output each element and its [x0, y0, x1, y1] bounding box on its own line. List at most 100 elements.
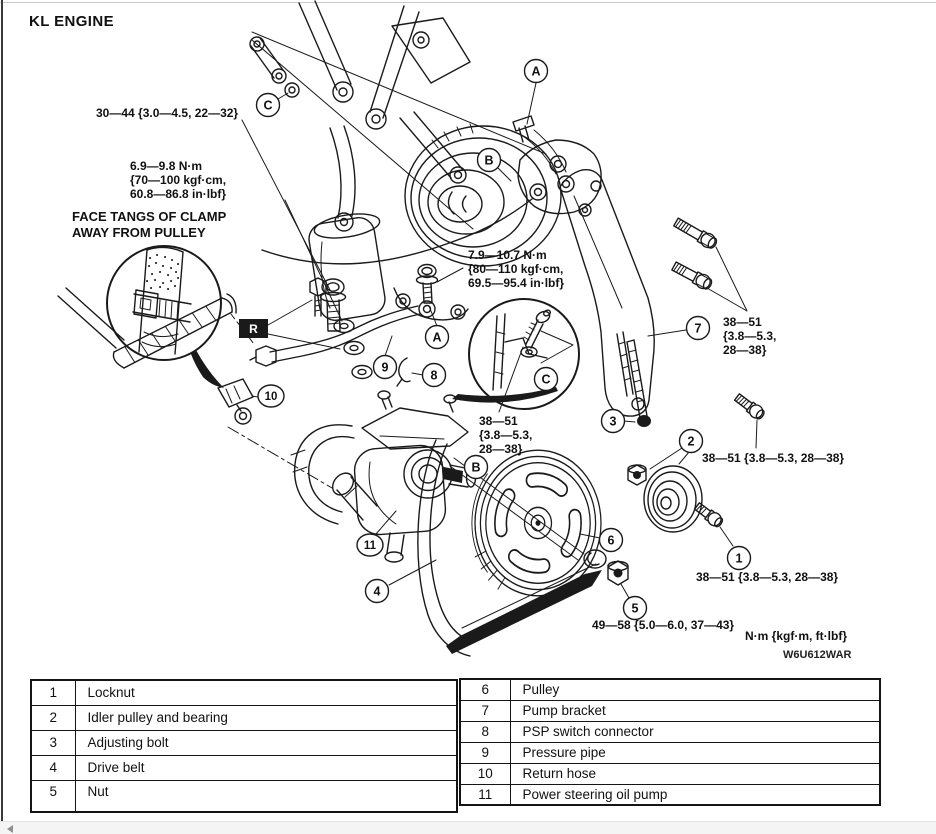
- callout-6: 6: [598, 527, 624, 553]
- part-number: 7: [459, 699, 511, 722]
- part-label: PSP switch connector: [509, 720, 881, 743]
- table-row: 5 Nut: [30, 779, 458, 813]
- table-row: 4 Drive belt: [30, 754, 458, 781]
- engine-diagram: R 30—44 {3.0—4.5, 22—32} 6.9—9.8 N·m {70…: [57, 0, 852, 661]
- locknut-bolt: [693, 502, 724, 528]
- bracket-bolt-lower: [671, 261, 713, 290]
- clamp-torque-line1: 6.9—9.8 N·m: [130, 159, 202, 173]
- pump-leader: [375, 510, 397, 535]
- svg-text:C: C: [263, 99, 272, 113]
- idler-pulley: [643, 465, 703, 533]
- table-row: 7 Pump bracket: [459, 699, 881, 722]
- pressure-pipe: [249, 300, 436, 367]
- callout-1: 1: [726, 545, 752, 571]
- part-number: 6: [459, 678, 511, 701]
- svg-text:3: 3: [610, 415, 617, 429]
- drive-pulley: [471, 449, 602, 597]
- bracket-bolt-upper: [673, 217, 718, 249]
- power-steering-pump: [290, 390, 477, 563]
- table-row: 2 Idler pulley and bearing: [30, 704, 458, 731]
- table-row: 6 Pulley: [459, 678, 881, 701]
- svg-text:6: 6: [608, 534, 615, 548]
- callout-4: 4: [364, 578, 390, 604]
- part-number: 2: [30, 704, 76, 731]
- svg-text:7: 7: [695, 322, 702, 336]
- callout-3: 3: [600, 408, 626, 434]
- ribbed-hose: [112, 293, 255, 369]
- svg-text:8: 8: [431, 369, 438, 383]
- engine-block: [57, 0, 547, 349]
- pulley-nut: [607, 560, 629, 586]
- clamp-torque-line2: {70—100 kgf·cm,: [130, 173, 226, 187]
- callout-9: 9: [372, 354, 398, 380]
- callout-2: 2: [678, 428, 704, 454]
- svg-text:B: B: [484, 154, 493, 168]
- part-number: 11: [459, 783, 511, 806]
- part-label: Adjusting bolt: [74, 729, 458, 756]
- bracket-torque-line2: {80—110 kgf·cm,: [468, 262, 563, 276]
- svg-text:4: 4: [374, 585, 381, 599]
- svg-text:9: 9: [382, 361, 389, 375]
- svg-text:10: 10: [265, 391, 278, 403]
- part-number: 3: [30, 729, 76, 756]
- idler-nut: [627, 464, 647, 486]
- table-row: 10 Return hose: [459, 762, 881, 785]
- svg-text:1: 1: [736, 552, 743, 566]
- table-row: 9 Pressure pipe: [459, 741, 881, 764]
- face-tangs-line1: FACE TANGS OF CLAMP: [72, 209, 227, 224]
- svg-text:A: A: [432, 331, 441, 345]
- svg-text:2: 2: [688, 435, 695, 449]
- r-marker: R: [239, 319, 268, 338]
- page-title: KL ENGINE: [29, 13, 115, 30]
- return-hose-fitting: [217, 378, 254, 425]
- svg-text:11: 11: [364, 540, 377, 552]
- scroll-left-arrow-icon[interactable]: [7, 825, 13, 833]
- adjusting-bolt: [626, 339, 651, 427]
- idler-leaders: [649, 447, 690, 470]
- svg-text:B: B: [471, 461, 480, 475]
- clamp-detail-inset: [106, 245, 224, 388]
- sealing-washers: [333, 318, 373, 380]
- bolt-leader-lines: [706, 246, 748, 312]
- torque-38-51-inline-a: 38—51 {3.8—5.3, 28—38}: [702, 451, 844, 465]
- nut-leader: [620, 583, 630, 599]
- figure-code: W6U612WAR: [783, 649, 852, 661]
- callout-5: 5: [622, 595, 648, 621]
- pulley-leader: [579, 533, 601, 539]
- torque-49-58-label: 49—58 {5.0—6.0, 37—43}: [592, 618, 734, 632]
- torque-38-51-center-line2: {3.8—5.3,: [479, 428, 532, 442]
- torque-38-51-right-line2: {3.8—5.3,: [723, 329, 776, 343]
- callout-c-upper: C: [255, 92, 281, 118]
- part-number: 10: [459, 762, 511, 785]
- svg-text:C: C: [541, 373, 550, 387]
- horizontal-scrollbar[interactable]: [0, 821, 936, 834]
- callout-10: 10: [257, 384, 285, 408]
- callout-8: 8: [421, 362, 447, 388]
- units-note: N·m {kgf·m, ft·lbf}: [745, 629, 847, 643]
- table-row: 8 PSP switch connector: [459, 720, 881, 743]
- clamp-torque-line3: 60.8—86.8 in·lbf}: [130, 187, 226, 201]
- svg-text:A: A: [531, 65, 540, 79]
- pump-mount-bolt: [319, 278, 347, 332]
- hose-centerline: [227, 426, 333, 489]
- belt-leader: [388, 559, 437, 586]
- part-label: Locknut: [74, 679, 458, 706]
- part-label: Pulley: [509, 678, 881, 701]
- compressor-pulley: [404, 123, 567, 267]
- part-label: Pressure pipe: [509, 741, 881, 764]
- r-marker-label: R: [249, 322, 258, 336]
- bracket-detail-inset: [452, 298, 580, 413]
- callout-b-mid: B: [463, 454, 489, 480]
- bracket-torque-line1: 7.9—10.7 N·m: [468, 248, 547, 262]
- torque-38-51-center-line3: 28—38}: [479, 442, 523, 456]
- part-number: 8: [459, 720, 511, 743]
- part-label: Power steering oil pump: [509, 783, 881, 806]
- torque-38-51-right-line1: 38—51: [723, 315, 762, 329]
- torque-38-51-center-line1: 38—51: [479, 414, 518, 428]
- svg-text:5: 5: [632, 602, 639, 616]
- bracket-torque-line3: 69.5—95.4 in·lbf}: [468, 276, 564, 290]
- table-row: 1 Locknut: [30, 679, 458, 706]
- part-number: 4: [30, 754, 76, 781]
- part-label: Pump bracket: [509, 699, 881, 722]
